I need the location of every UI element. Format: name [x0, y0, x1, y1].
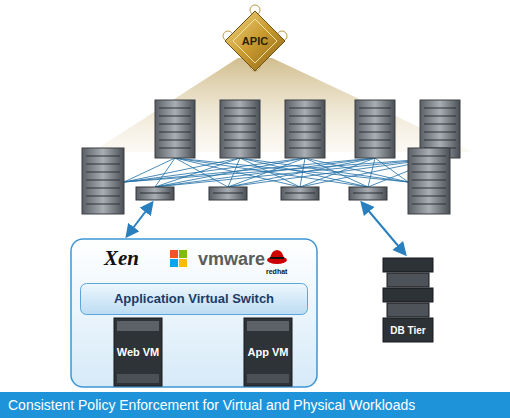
- policy-cone: [92, 58, 472, 152]
- caption-bar: Consistent Policy Enforcement for Virtua…: [0, 392, 510, 418]
- node-label: App VM: [248, 346, 289, 359]
- vendor-logo: Xen: [104, 248, 139, 269]
- link-arrow: [362, 203, 405, 254]
- db-server: DB Tier: [383, 258, 433, 342]
- switch-band: Application Virtual Switch: [80, 283, 308, 315]
- link-arrow: [127, 203, 152, 236]
- controller-diamond: APIC: [224, 10, 286, 72]
- vm-server: Web VM: [114, 318, 162, 386]
- node-label: Application Virtual Switch: [114, 292, 274, 307]
- vendor-logo: vmware: [198, 250, 265, 268]
- node-label: DB Tier: [390, 325, 425, 337]
- leaf-switches: [82, 148, 450, 214]
- hypervisor-box: Xen vmwareredhatApplication Virtual Switc…: [70, 238, 318, 388]
- apic-icons: [223, 5, 287, 71]
- vm-server: App VM: [244, 318, 292, 386]
- node-label: Web VM: [117, 346, 160, 359]
- fabric-links: [124, 158, 440, 187]
- node-label: APIC: [242, 35, 268, 48]
- vendor-logo: redhat: [266, 268, 287, 275]
